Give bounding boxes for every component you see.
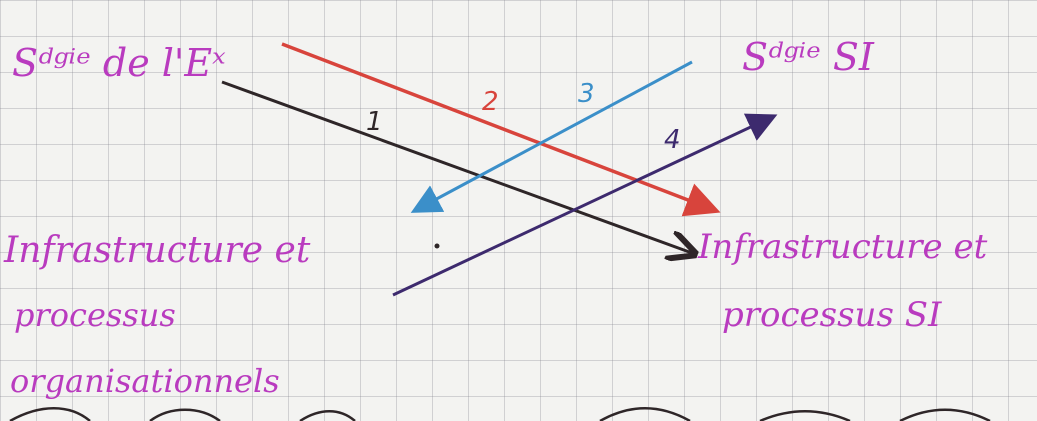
arrow-1-number: 1 <box>366 107 383 137</box>
arrow-2 <box>281 42 721 217</box>
label-org-infra-line3: organisationnels <box>10 362 280 400</box>
label-is-strategy: Sᵈᵍⁱᵉ SI <box>742 35 875 79</box>
arrow-2-number: 2 <box>482 87 499 117</box>
arrow-3 <box>410 60 693 213</box>
arrow-4-number: 4 <box>664 125 681 155</box>
label-business-strategy: Sᵈᵍⁱᵉ de l'Eˣ <box>12 41 226 85</box>
label-org-infra-line1: Infrastructure et <box>3 230 311 271</box>
label-is-infra-line2: processus SI <box>722 295 942 335</box>
label-org-infra-line2: processus <box>14 296 176 334</box>
arrow-4 <box>392 113 778 297</box>
arrow-3-number: 3 <box>578 79 595 109</box>
ink-dot <box>434 243 440 249</box>
bottom-scribble <box>9 407 991 421</box>
label-is-infra-line1: Infrastructure et <box>697 227 988 267</box>
arrow-1 <box>221 80 692 253</box>
